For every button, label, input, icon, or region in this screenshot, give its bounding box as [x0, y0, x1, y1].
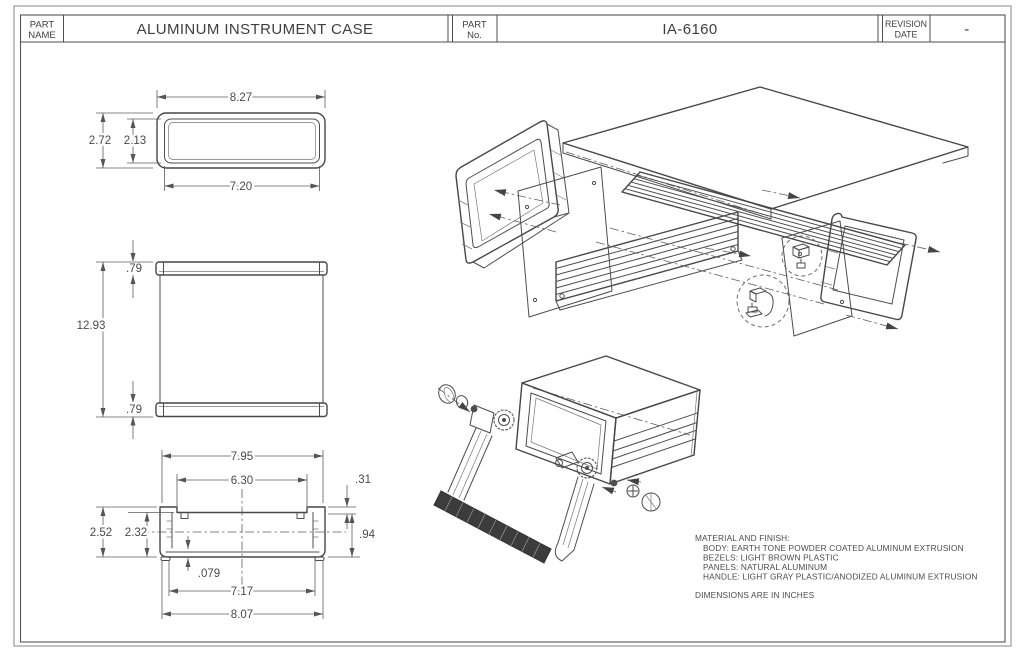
dim-section-width-bottom: 8.07	[231, 609, 253, 621]
part-no-value: IA-6160	[662, 21, 717, 38]
units-note: DIMENSIONS ARE IN INCHES	[695, 590, 815, 600]
dim-side-top-cap: .79	[126, 263, 142, 275]
dim-section-width-recess: 6.30	[231, 475, 253, 487]
page-frame	[13, 5, 1012, 647]
exploded-front-panel	[517, 166, 613, 318]
part-name-label-line1: PART	[30, 20, 55, 31]
side-view: .79 12.93 .79	[74, 240, 328, 439]
detail-circle-tilt-foot	[736, 274, 790, 328]
dim-section-groove: .94	[359, 529, 376, 541]
side-top-cap	[155, 261, 328, 276]
dim-side-bottom-cap: .79	[126, 404, 142, 416]
dim-section-wall: .079	[198, 568, 220, 580]
notes-block: MATERIAL AND FINISH: BODY: EARTH TONE PO…	[695, 533, 978, 600]
exploded-rear-bezel	[820, 212, 917, 321]
detail-circle-clip	[781, 235, 823, 277]
revision-label-line2: DATE	[895, 30, 918, 40]
front-view: 8.27 2.72 2.13 7.20	[86, 90, 326, 196]
bezel-inner-outline	[164, 118, 320, 164]
assembled-view	[433, 355, 701, 564]
handle-arms	[447, 427, 595, 562]
material-handle-note: HANDLE: LIGHT GRAY PLASTIC/ANODIZED ALUM…	[703, 572, 978, 582]
part-no-label-line1: PART	[462, 20, 487, 31]
material-bezels-note: BEZELS: LIGHT BROWN PLASTIC	[703, 553, 839, 563]
dim-section-height-outer: 2.52	[90, 527, 112, 539]
bezel-outer-outline	[156, 112, 326, 169]
dim-front-width-inner: 7.20	[230, 181, 252, 193]
side-bottom-cap	[155, 402, 328, 418]
material-panels-note: PANELS: NATURAL ALUMINUM	[703, 562, 827, 572]
part-name-label-line2: NAME	[28, 30, 55, 41]
exploded-front-rail	[555, 211, 743, 311]
dim-front-height-outer: 2.72	[89, 135, 111, 147]
exploded-rear-rail	[621, 171, 906, 266]
left-fastener-set	[437, 384, 478, 413]
dim-section-height-inner: 2.32	[125, 527, 147, 539]
dim-section-lip: .31	[355, 474, 371, 486]
material-body-note: BODY: EARTH TONE POWDER COATED ALUMINUM …	[703, 543, 964, 553]
dim-section-width-bottom-inner: 7.17	[231, 586, 253, 598]
exploded-view	[455, 86, 969, 337]
exploded-rear-panel	[781, 220, 853, 337]
revision-label-line1: REVISION	[885, 19, 927, 29]
dim-side-length: 12.93	[77, 320, 106, 332]
dim-front-width-outer: 8.27	[230, 92, 252, 104]
assembled-case	[515, 355, 701, 485]
handle-left-pivot	[469, 404, 515, 434]
title-block: PART NAME ALUMINUM INSTRUMENT CASE PART …	[20, 14, 1006, 43]
material-finish-heading: MATERIAL AND FINISH:	[695, 533, 790, 543]
dim-section-width-top: 7.95	[231, 451, 253, 463]
handle-grip-bar	[433, 490, 552, 564]
part-no-label-line2: No.	[467, 30, 482, 41]
handle-right-pivot	[555, 451, 598, 479]
section-view: 7.95 6.30 .31 2.52 2.32 .94 .079 7.17 8.…	[87, 449, 378, 624]
side-body	[159, 274, 324, 404]
revision-value: -	[964, 21, 969, 38]
assembly-arrows	[488, 189, 941, 330]
right-fastener-set	[601, 478, 661, 512]
dim-front-height-inner: 2.13	[124, 135, 146, 147]
exploded-top-cover	[562, 86, 969, 220]
exploded-front-bezel	[455, 120, 570, 269]
part-name-value: ALUMINUM INSTRUMENT CASE	[137, 21, 374, 38]
